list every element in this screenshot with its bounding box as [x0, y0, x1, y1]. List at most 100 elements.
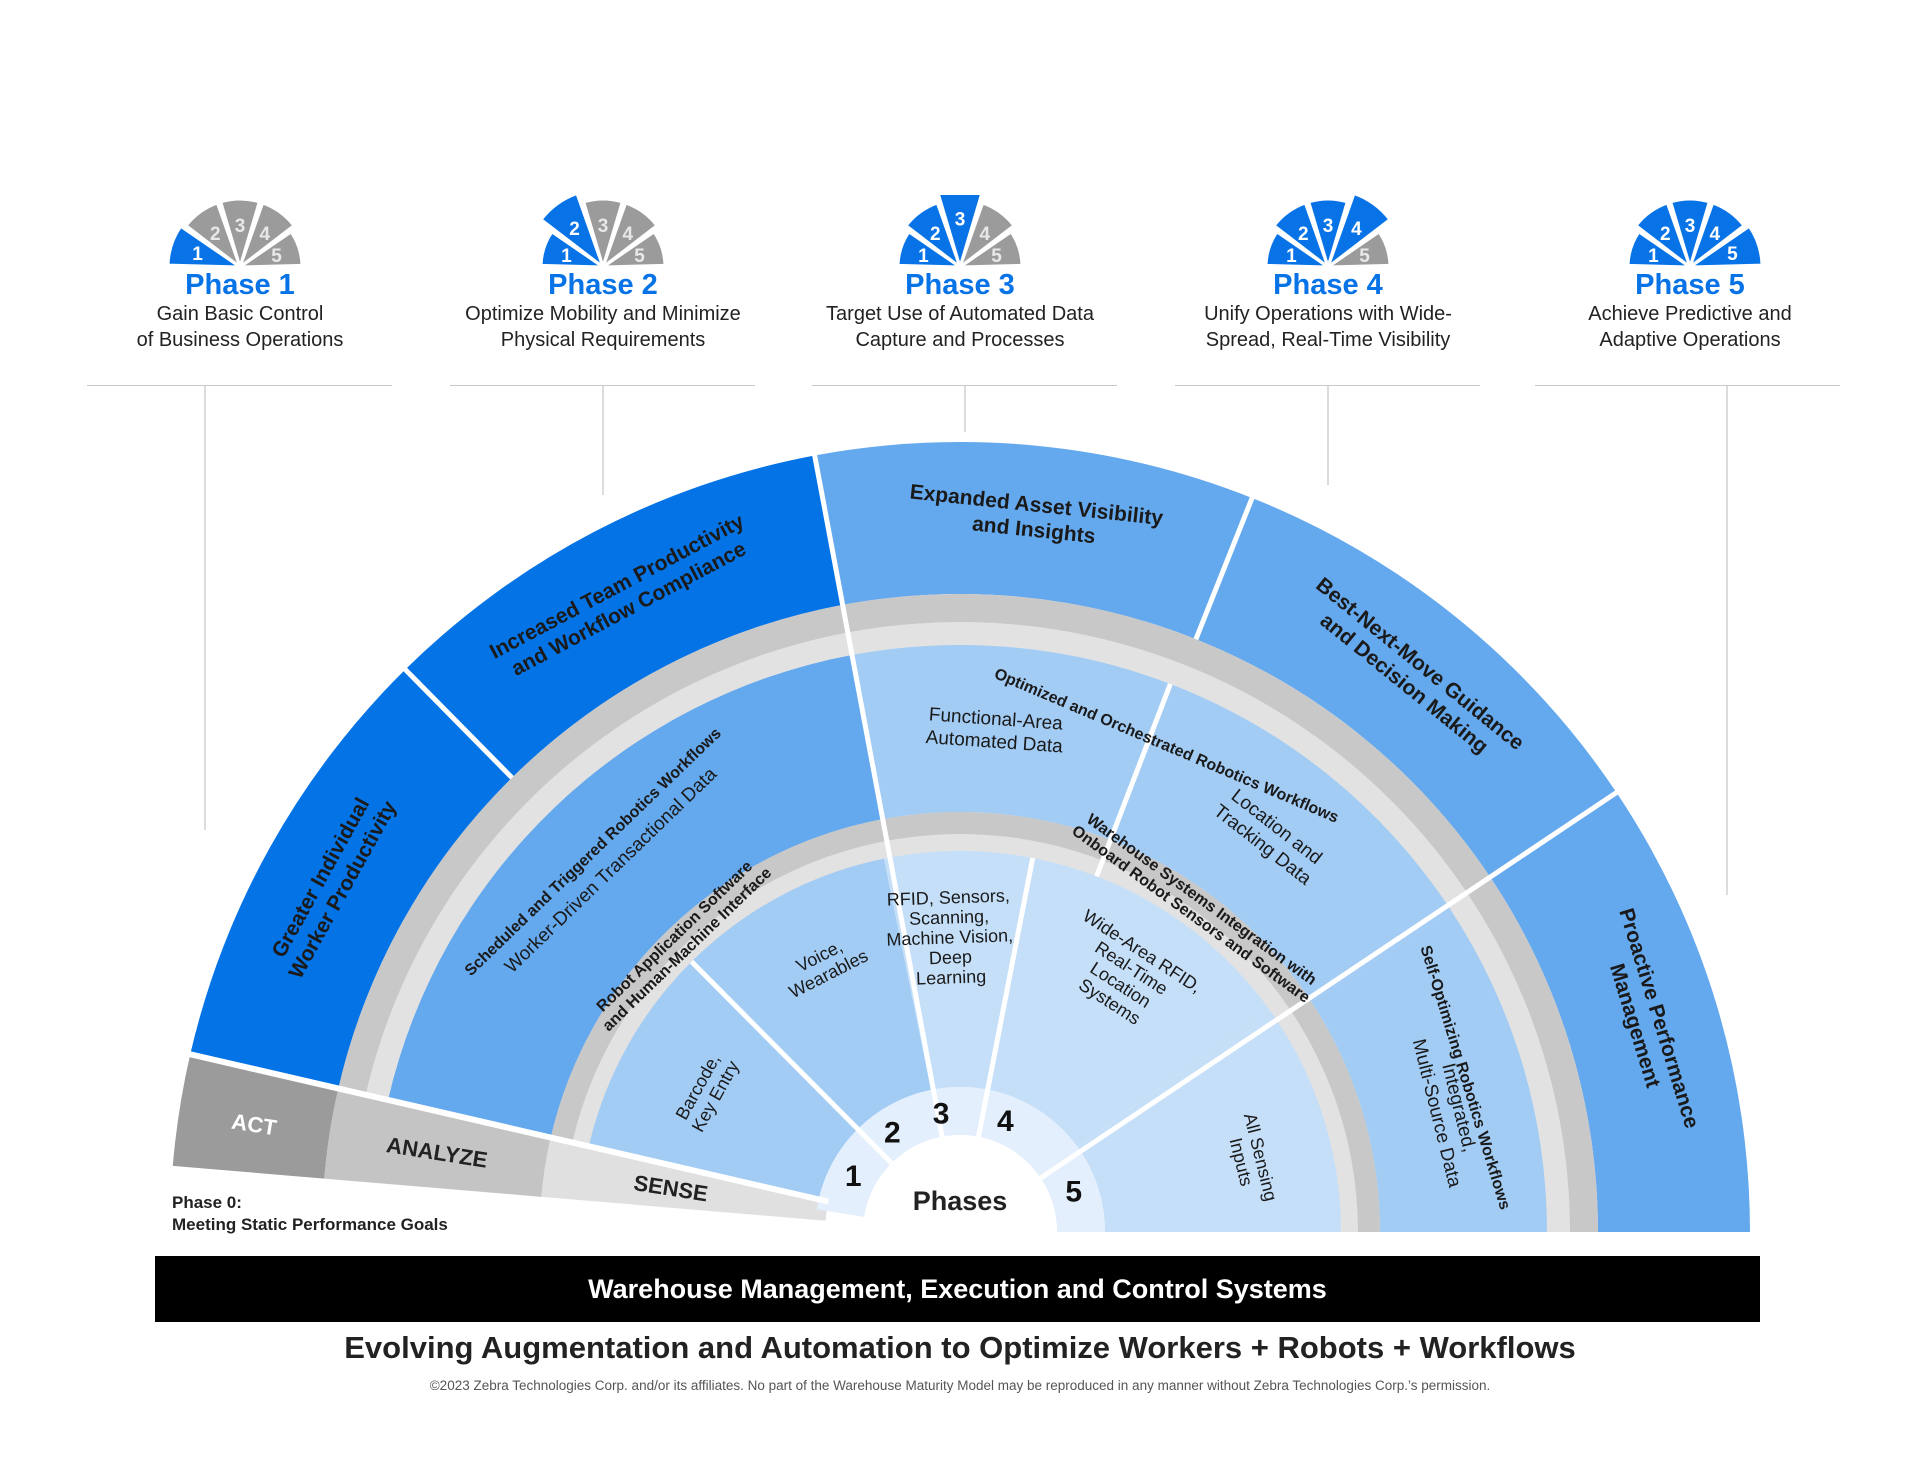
gauge-number: 5: [1359, 246, 1370, 267]
gauge-number: 1: [192, 244, 203, 265]
gauge-number: 3: [1323, 216, 1334, 237]
sense-segment-phase-4: [987, 858, 1270, 1148]
gauge-segment-1: [1626, 229, 1693, 267]
phase-0-label: Phase 0:Meeting Static Performance Goals: [172, 1193, 448, 1234]
act-segment-phase-3: [814, 442, 1253, 640]
sense-label-phase-3-line: RFID, Sensors,: [886, 885, 1010, 909]
gauge-number: 4: [1709, 224, 1720, 245]
sense-label-phase-3-line: Learning: [916, 966, 987, 988]
phase-number-1: 1: [845, 1160, 862, 1193]
gauge-number: 3: [1685, 216, 1696, 237]
phase-5-rule: [1535, 385, 1840, 386]
sense-label-phase-3-line: Deep: [929, 947, 973, 968]
strip-analyze: [324, 1088, 551, 1197]
gauge-number: 1: [918, 246, 929, 267]
phase-title: Phase 1: [185, 269, 295, 301]
gauge-number: 5: [1727, 244, 1738, 265]
gauge-segment-3: [1668, 197, 1712, 267]
divider-4-5: [1039, 789, 1620, 1181]
gauge-number: 1: [1286, 246, 1297, 267]
gauge-number: 4: [979, 224, 990, 245]
gauge-segment-4: [1326, 195, 1392, 267]
center-circle: [863, 1135, 1057, 1232]
gauge-segment-3: [1306, 197, 1350, 267]
sense-label-phase-3-line: Scanning,: [909, 906, 990, 929]
gauge-number: 5: [634, 246, 645, 267]
gauge-segment-3: [937, 195, 983, 267]
gauge-segment-4: [1688, 200, 1747, 267]
phase-title: Phase 5: [1635, 269, 1745, 301]
gauge-number: 2: [1660, 224, 1671, 245]
act-segment-phase-2: [405, 455, 843, 778]
gauge-segment-4: [958, 200, 1017, 267]
divider-2-3: [811, 453, 945, 1138]
sense-divider-3-4: [976, 857, 1036, 1138]
gauge-segment-4: [238, 200, 297, 267]
gauge-segment-2: [1271, 200, 1330, 267]
gauge-segment-2: [183, 200, 242, 267]
strip-act: [172, 1054, 339, 1179]
gauge-number: 1: [1648, 246, 1659, 267]
analyze-segment-4: [1311, 910, 1547, 1232]
gauge-segment-1: [166, 224, 243, 267]
phase-number-ring: [816, 1087, 1105, 1232]
gauge-segment-2: [903, 200, 962, 267]
analyze-segment-3: [1110, 683, 1452, 1003]
strip-sense: [541, 1137, 829, 1221]
gauge-number: 2: [210, 224, 221, 245]
gauge-number: 3: [598, 216, 609, 237]
gauge-segment-2: [539, 195, 605, 267]
analyze-divider-3-4: [1094, 683, 1173, 878]
sense-divider-1-2: [689, 959, 894, 1165]
gauge-number: 5: [991, 246, 1002, 267]
phase-number-5: 5: [1065, 1176, 1082, 1209]
sense-segment-phase-2: [691, 858, 932, 1130]
analyze-segment-1: [388, 655, 883, 1138]
gauge-segment-5: [237, 229, 304, 267]
phase-description: Unify Operations with Wide-Spread, Real-…: [1204, 303, 1452, 351]
gauge-number: 5: [271, 246, 282, 267]
phase-1-rule: [87, 385, 392, 386]
phase-0-divider: [185, 1050, 830, 1205]
gauge-segment-5: [600, 229, 667, 267]
gauge-number: 2: [930, 224, 941, 245]
gauge-segment-3: [218, 197, 262, 267]
gauge-segment-4: [601, 200, 660, 267]
phase-number-3: 3: [933, 1097, 950, 1130]
gauge-number: 4: [1351, 219, 1362, 240]
systems-banner: Warehouse Management, Execution and Cont…: [155, 1256, 1760, 1322]
phase-title: Phase 4: [1273, 269, 1383, 301]
gauge-segment-1: [539, 229, 606, 267]
main-title: Evolving Augmentation and Automation to …: [344, 1330, 1576, 1365]
phase-number-2: 2: [884, 1117, 901, 1150]
act-segment-phase-5: [1490, 792, 1750, 1232]
sense-segment-phase-1: [588, 961, 858, 1200]
gauge-number: 3: [235, 216, 246, 237]
center-label: Phases: [913, 1186, 1008, 1216]
gauge-segment-1: [1264, 229, 1331, 267]
gauge-number: 4: [259, 224, 270, 245]
gauge-number: 1: [561, 246, 572, 267]
gauge-segment-3: [581, 197, 625, 267]
gauge-segment-1: [896, 229, 963, 267]
phase-title: Phase 2: [548, 269, 658, 301]
sense-label-phase-3: RFID, Sensors,Scanning,Machine Vision,De…: [886, 885, 1013, 988]
gauge-segment-5: [957, 229, 1024, 267]
gauge-number: 3: [955, 210, 966, 231]
copyright-notice: ©2023 Zebra Technologies Corp. and/or it…: [429, 1378, 1491, 1393]
